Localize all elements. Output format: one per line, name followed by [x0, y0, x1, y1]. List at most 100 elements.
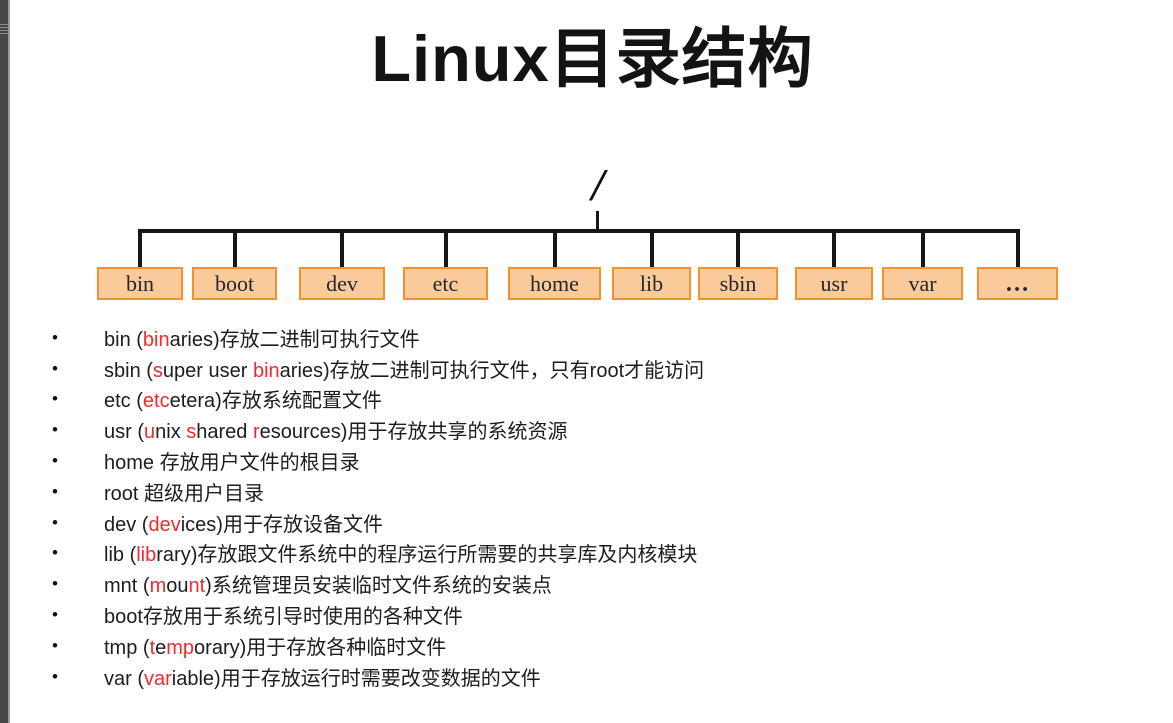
- list-item-boot: • boot存放用于系统引导时使用的各种文件: [52, 599, 1165, 630]
- plain-text: mnt (: [104, 575, 150, 598]
- highlight-text: lib: [136, 544, 157, 567]
- plain-text: tmp (: [104, 636, 150, 659]
- plain-text: boot存放用于系统引导时使用的各种文件: [104, 606, 463, 629]
- list-item-lib: • lib (library)存放跟文件系统中的程序运行所需要的共享库及内核模块: [52, 538, 1165, 569]
- tree-node-home: home: [508, 267, 601, 300]
- highlight-text: t: [149, 636, 156, 659]
- tree-connector-var: [920, 229, 925, 269]
- list-item-sbin: •sbin (super user binaries)存放二进制可执行文件，只有…: [52, 353, 1165, 384]
- plain-text: usr (: [104, 421, 144, 444]
- list-item-text: var (variable)用于存放运行时需要改变数据的文件: [104, 662, 541, 691]
- tree-node-label: var: [908, 270, 937, 296]
- plain-text: sbin (: [104, 359, 153, 382]
- tree-node-label: …: [1005, 270, 1030, 297]
- highlight-text: s: [152, 359, 163, 382]
- plain-text: dev (: [104, 513, 149, 536]
- list-item-text: dev (devices)用于存放设备文件: [104, 508, 383, 537]
- highlight-text: mp: [166, 636, 195, 659]
- plain-text: etera)存放系统配置文件: [169, 390, 382, 413]
- highlight-text: var: [144, 667, 172, 690]
- tree-node-boot: boot: [192, 267, 277, 300]
- plain-text: rary)存放跟文件系统中的程序运行所需要的共享库及内核模块: [156, 544, 698, 567]
- plain-text: iable)用于存放运行时需要改变数据的文件: [171, 667, 541, 690]
- plain-text: esources)用于存放共享的系统资源: [259, 421, 568, 444]
- highlight-text: u: [144, 421, 156, 444]
- list-item-text: usr (unix shared resources)用于存放共享的系统资源: [104, 415, 567, 444]
- window-edge-bar: [0, 0, 10, 723]
- bullet-icon: •: [52, 512, 58, 532]
- tree-node-label: etc: [432, 270, 459, 296]
- list-item-usr: • usr (unix shared resources)用于存放共享的系统资源: [52, 414, 1165, 445]
- plain-text: )系统管理员安装临时文件系统的安装点: [205, 575, 552, 598]
- list-item-text: boot存放用于系统引导时使用的各种文件: [104, 600, 463, 629]
- tree-node-etc: etc: [403, 267, 488, 300]
- tree-connector-dev: [340, 229, 344, 269]
- tree-node-dev: dev: [299, 267, 385, 300]
- list-item-home: •home 存放用户文件的根目录: [52, 445, 1165, 476]
- directory-list: •bin (binaries)存放二进制可执行文件•sbin (super us…: [52, 322, 1165, 692]
- plain-text: ices)用于存放设备文件: [180, 513, 383, 536]
- tree-root-label: /: [591, 159, 605, 210]
- tree-connector-etc: [443, 229, 448, 269]
- tree-connector-home: [552, 229, 557, 269]
- tree-trunk-line: [138, 229, 1018, 233]
- list-item-dev: • dev (devices)用于存放设备文件: [52, 507, 1165, 538]
- highlight-text: dev: [148, 513, 181, 536]
- plain-text: aries)存放二进制可执行文件: [169, 328, 420, 351]
- tree-connector-boot: [232, 229, 237, 269]
- tree-node-label: usr: [820, 270, 848, 296]
- tree-node-label: boot: [214, 270, 255, 296]
- page-title: Linux目录结构: [371, 22, 814, 95]
- list-item-bin: • bin (binaries)存放二进制可执行文件: [52, 322, 1165, 353]
- highlight-text: r: [252, 421, 260, 444]
- bullet-icon: •: [52, 666, 58, 686]
- tree-node-label: lib: [639, 270, 664, 296]
- list-item-text: root 超级用户目录: [104, 477, 264, 506]
- tree-connector-lib: [649, 229, 654, 269]
- highlight-text: bin: [142, 328, 170, 351]
- bullet-icon: •: [52, 327, 58, 347]
- tree-node-label: bin: [125, 270, 155, 296]
- plain-text: nix: [155, 421, 187, 444]
- bullet-icon: •: [52, 358, 58, 378]
- highlight-text: etc: [142, 390, 170, 413]
- plain-text: e: [155, 636, 167, 659]
- list-item-text: sbin (super user binaries)存放二进制可执行文件，只有r…: [104, 354, 704, 383]
- tree-root-connector: [596, 211, 599, 231]
- window-edge-highlight: [8, 0, 10, 723]
- list-item-text: etc (etcetera)存放系统配置文件: [104, 384, 382, 413]
- highlight-text: nt: [188, 575, 206, 598]
- highlight-text: s: [186, 421, 197, 444]
- grip-lines-icon: [0, 22, 8, 36]
- plain-text: var (: [104, 667, 144, 690]
- bullet-icon: •: [52, 543, 58, 563]
- list-item-tmp: •tmp (temporary)用于存放各种临时文件: [52, 630, 1165, 661]
- list-item-text: bin (binaries)存放二进制可执行文件: [104, 323, 420, 352]
- bullet-icon: •: [52, 605, 58, 625]
- plain-text: aries)存放二进制可执行文件，只有root才能访问: [279, 359, 705, 382]
- list-item-text: tmp (temporary)用于存放各种临时文件: [104, 631, 446, 660]
- list-item-text: home 存放用户文件的根目录: [104, 446, 360, 475]
- plain-text: etc (: [104, 390, 143, 413]
- plain-text: lib (: [104, 544, 137, 567]
- bullet-icon: •: [52, 420, 58, 440]
- tree-node-label: sbin: [719, 270, 757, 296]
- tree-connector-bin: [138, 229, 142, 269]
- tree-node-var: var: [882, 267, 963, 300]
- tree-node-usr: usr: [795, 267, 873, 300]
- tree-node-label: dev: [326, 270, 358, 296]
- plain-text: hared: [196, 421, 253, 444]
- bullet-icon: •: [52, 481, 58, 501]
- tree-node-lib: lib: [612, 267, 691, 300]
- plain-text: bin (: [104, 328, 143, 351]
- plain-text: home 存放用户文件的根目录: [104, 452, 360, 475]
- plain-text: ou: [166, 575, 189, 598]
- list-item-var: • var (variable)用于存放运行时需要改变数据的文件: [52, 661, 1165, 692]
- bullet-icon: •: [52, 389, 58, 409]
- highlight-text: bin: [252, 359, 280, 382]
- list-item-text: mnt (mount)系统管理员安装临时文件系统的安装点: [104, 569, 552, 598]
- list-item-text: lib (library)存放跟文件系统中的程序运行所需要的共享库及内核模块: [104, 538, 697, 567]
- bullet-icon: •: [52, 574, 58, 594]
- list-item-mnt: • mnt (mount)系统管理员安装临时文件系统的安装点: [52, 568, 1165, 599]
